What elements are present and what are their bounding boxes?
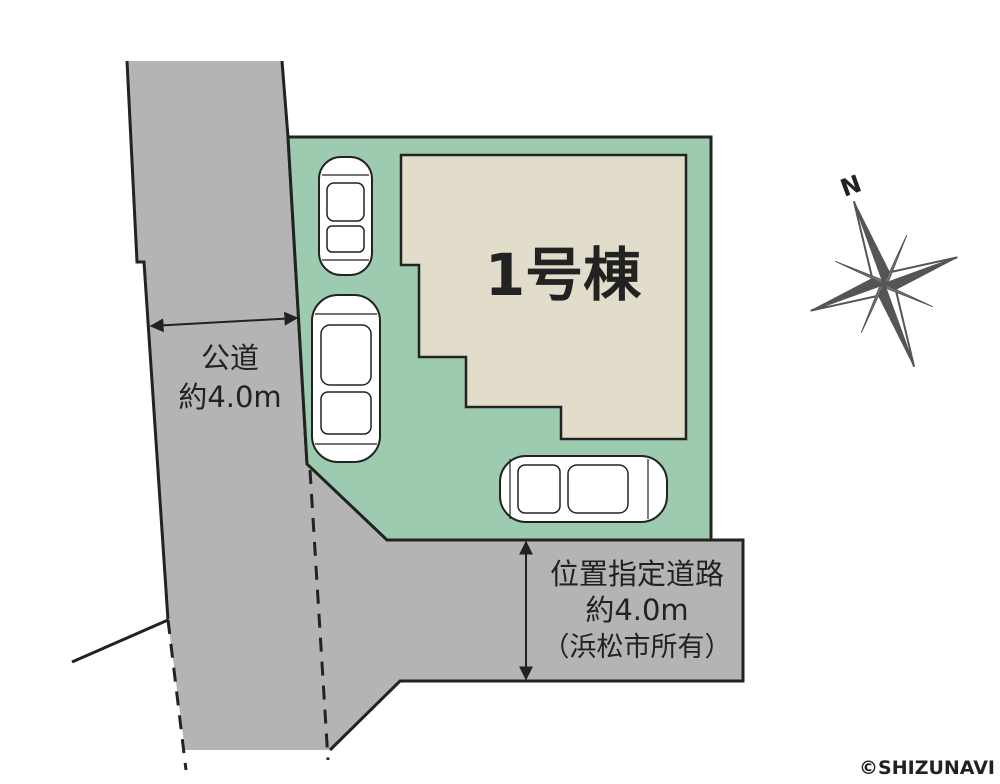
car-horizontal-icon: [499, 455, 668, 523]
public-road-west-edge: [125, 60, 170, 621]
copyright-text: ©SHIZUNAVI: [859, 757, 995, 779]
designated-road-owner: （浜松市所有）: [543, 632, 732, 663]
compass-rose-icon: [810, 200, 958, 368]
compass-north-label: N: [837, 169, 865, 202]
car-small-icon: [318, 156, 373, 276]
corner-road-fill: [72, 464, 400, 750]
building-label: 1号棟: [485, 241, 642, 309]
road-boundary-dashed-line: [166, 619, 188, 771]
public-road-name: 公道: [201, 341, 259, 375]
building-footprint: [399, 153, 688, 441]
public-road-width-arrow: [149, 311, 299, 333]
public-road-sw-edge: [71, 618, 169, 664]
car-medium-icon: [311, 294, 381, 463]
designated-road-width: 約4.0m: [585, 593, 688, 627]
designated-road-name: 位置指定道路: [550, 557, 724, 591]
corner-dashed-line: [308, 469, 330, 761]
public-road-width: 約4.0m: [178, 380, 281, 414]
